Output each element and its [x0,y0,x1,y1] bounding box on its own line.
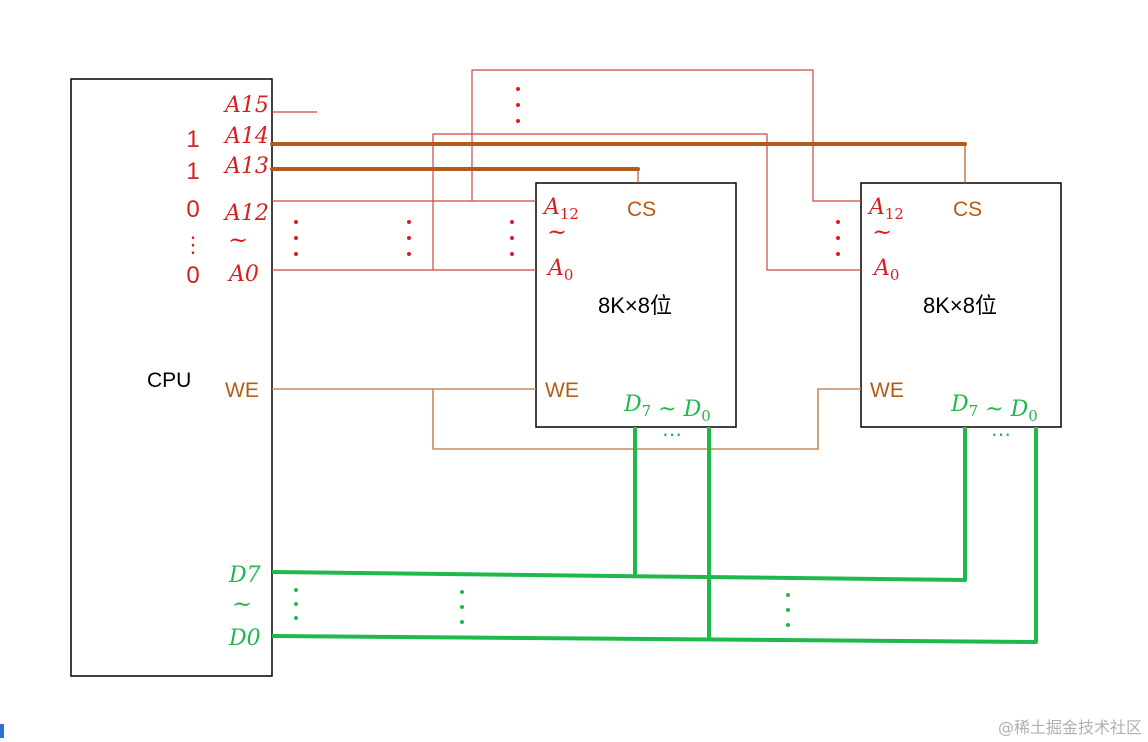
cpu-data-tilde: ~ [232,590,252,618]
cpu-a0: A0 [227,262,259,287]
chip2-a12: A12 [867,195,904,223]
value-a12: 0 [186,196,199,223]
chip1-cs: CS [627,198,656,221]
we-lines [272,388,861,450]
value-a13: 1 [186,158,199,185]
chip2: A12 ~ A0 CS 8K×8位 WE D7 ~ D0 ⋯ [867,195,1038,446]
a0-branch-chip2 [432,133,861,271]
chip2-a0: A0 [872,256,899,284]
cpu-data-labels: D7 ~ D0 [228,563,261,651]
cpu-address-labels: A15 A14 A13 A12 ~ A0 [223,93,269,287]
we-branch-chip2 [432,388,861,450]
data-bus [271,427,1038,644]
dots-d1 [294,588,298,620]
dots-top [516,87,520,123]
value-a14: 1 [186,126,199,153]
chip1-capacity: 8K×8位 [598,293,672,318]
data-ellipses [294,588,790,627]
chip2-we: WE [870,379,904,402]
d0-bus [271,427,1038,644]
corner-marker [0,724,4,738]
cpu-d0: D0 [228,626,261,651]
chip1-dots: ⋯ [662,424,682,446]
value-a0: 0 [186,262,199,289]
cpu-a14: A14 [223,124,269,149]
cpu-box [70,78,273,677]
chip2-tilde: ~ [872,218,892,246]
chip1-box [535,182,737,428]
cpu-label: CPU [147,369,191,392]
cpu-a15: A15 [223,93,269,118]
chip2-capacity: 8K×8位 [923,293,997,318]
dots-d2 [460,590,464,624]
cpu-addr-tilde: ~ [228,226,248,254]
chip1-we: WE [545,379,579,402]
dots-2 [407,220,411,256]
dots-1 [294,220,298,256]
value-ellipsis: ⋮ [182,232,204,257]
d7-bus [271,427,967,582]
watermark: @稀土掘金技术社区 [997,718,1142,737]
chip2-box [860,182,1062,428]
chip1: A12 ~ A0 CS 8K×8位 WE D7 ~ D0 ⋯ [542,195,711,446]
dots-3 [510,220,514,256]
chip2-dots: ⋯ [991,424,1011,446]
chip1-data-bus: D7 ~ D0 [623,392,711,425]
address-lines [272,69,861,271]
cs-lines [270,142,967,183]
chip2-cs: CS [953,198,982,221]
address-ellipses [294,87,840,256]
cpu-address-values: 1 1 0 ⋮ 0 [182,126,204,289]
a12-branch-chip2 [471,69,861,202]
chip2-data-bus: D7 ~ D0 [950,392,1038,425]
dots-d3 [786,593,790,627]
cpu-we: WE [225,379,259,402]
chip1-a12: A12 [542,195,579,223]
chip1-a0: A0 [546,256,573,284]
cpu-a12: A12 [223,201,269,226]
cpu-d7: D7 [228,563,261,588]
cpu-a13: A13 [223,154,269,179]
chip1-tilde: ~ [547,218,567,246]
dots-4 [836,220,840,256]
